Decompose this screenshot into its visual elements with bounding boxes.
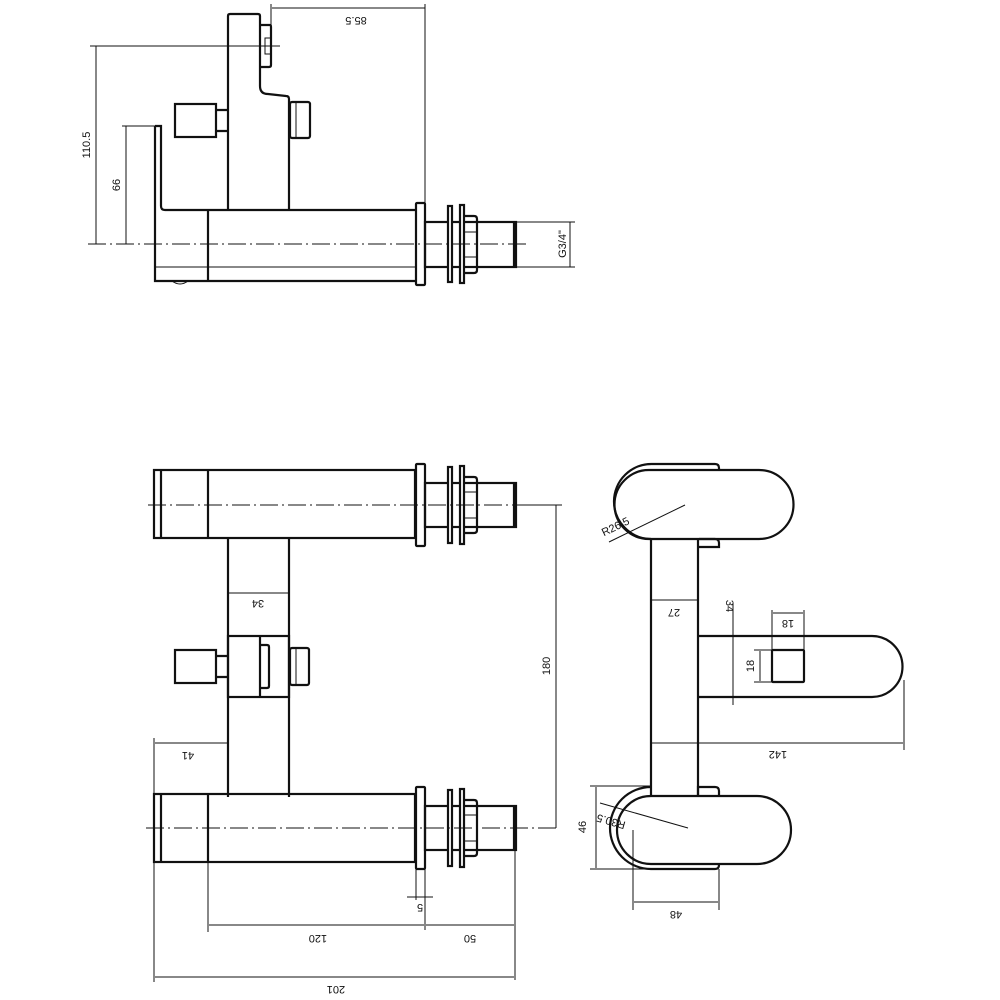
- side-view: 85.5 110.5 66 G3/4": [81, 4, 575, 287]
- dim-18-height: 18: [745, 660, 757, 672]
- top-view: 34 180 41 5 120 50 201: [146, 462, 562, 995]
- dim-48: 48: [670, 908, 682, 920]
- dim-66: 66: [111, 179, 123, 191]
- dim-41: 41: [182, 749, 194, 761]
- dim-34-end: 34: [723, 600, 735, 612]
- dim-46: 46: [577, 821, 589, 833]
- dim-85-5: 85.5: [345, 14, 366, 26]
- dim-120: 120: [309, 932, 327, 944]
- dim-5: 5: [417, 901, 423, 913]
- dim-27: 27: [668, 606, 680, 618]
- dim-142: 142: [769, 748, 787, 760]
- dim-50: 50: [464, 932, 476, 944]
- dim-201: 201: [327, 983, 345, 995]
- dim-110-5: 110.5: [81, 132, 93, 159]
- end-view: R26.5 27 34 18 18 142 R30.5 46 48: [577, 462, 905, 920]
- dim-34: 34: [252, 597, 264, 609]
- dim-180: 180: [541, 657, 553, 675]
- dim-r26-5: R26.5: [600, 515, 632, 539]
- dim-thread-g3-4: G3/4": [557, 230, 569, 258]
- dim-18-width: 18: [782, 617, 794, 629]
